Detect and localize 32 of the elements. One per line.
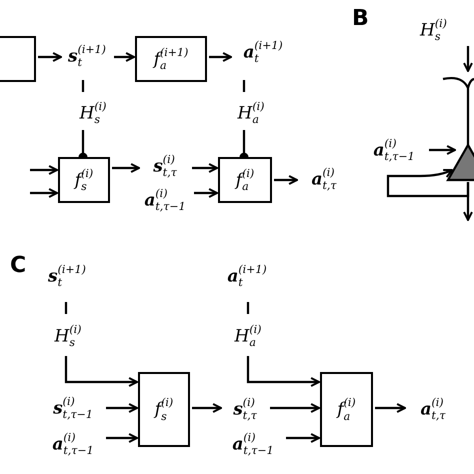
arrow [114, 52, 135, 62]
arrow [106, 433, 138, 443]
arrow [30, 165, 58, 175]
arrow [246, 356, 320, 387]
arrow [192, 163, 218, 173]
panel-letter: B [352, 8, 369, 30]
connector-line [82, 80, 84, 92]
arrow [386, 168, 470, 198]
arrow [106, 403, 138, 413]
arrow [286, 433, 320, 443]
function-box [58, 157, 110, 203]
function-box [320, 372, 373, 447]
arrow [274, 175, 298, 185]
arrow [429, 145, 456, 155]
connector-line [64, 302, 68, 314]
arrow [463, 182, 473, 221]
arrow [209, 52, 232, 62]
connector-line [242, 80, 246, 92]
function-box [218, 157, 272, 203]
arrow [30, 188, 58, 198]
function-box [135, 36, 207, 82]
panel-letter: C [10, 255, 26, 277]
arrow [375, 403, 406, 413]
arrow [194, 188, 218, 198]
arrow [192, 403, 222, 413]
connector-line [246, 302, 250, 314]
arrow [38, 52, 62, 62]
arrow [463, 46, 473, 72]
arrow [112, 163, 140, 173]
function-box [138, 372, 190, 447]
arrow [64, 356, 138, 387]
arrow [270, 403, 320, 413]
